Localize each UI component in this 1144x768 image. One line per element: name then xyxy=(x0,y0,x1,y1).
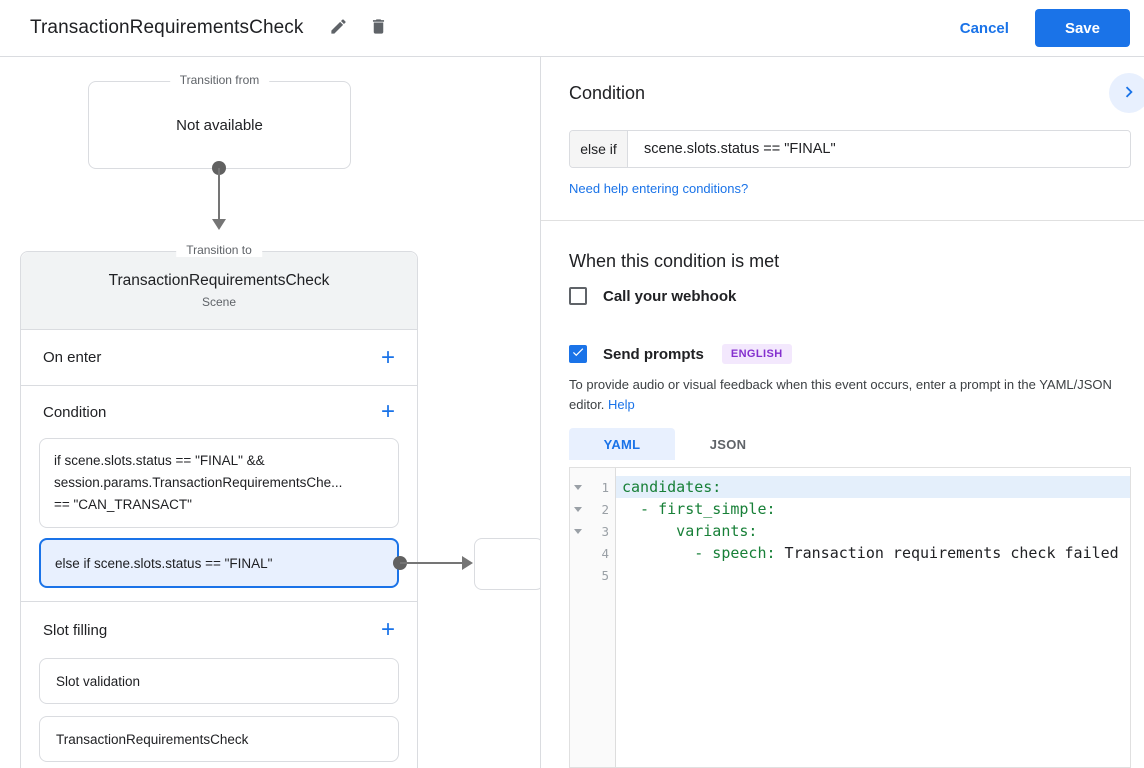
condition-item-if[interactable]: if scene.slots.status == "FINAL" && sess… xyxy=(39,438,399,528)
tab-json[interactable]: JSON xyxy=(675,428,781,460)
slot-filling-label: Slot filling xyxy=(43,622,107,639)
connector-line xyxy=(218,168,220,221)
line-number: 5 xyxy=(586,568,615,583)
fold-arrow-icon[interactable] xyxy=(570,507,586,512)
slot-item-validation[interactable]: Slot validation xyxy=(39,658,399,704)
top-bar: TransactionRequirementsCheck Cancel Save xyxy=(0,0,1144,57)
code-line: candidates: xyxy=(616,476,1130,498)
arrow-right-icon xyxy=(462,556,473,570)
code-line: - speech: Transaction requirements check… xyxy=(616,542,1130,564)
condition-label: Condition xyxy=(43,404,106,421)
delete-scene-button[interactable] xyxy=(366,15,392,41)
webhook-checkbox[interactable] xyxy=(569,287,587,305)
slot-item-transaction[interactable]: TransactionRequirementsCheck xyxy=(39,716,399,762)
add-condition-button[interactable]: + xyxy=(381,400,395,424)
condition-section: Condition + if scene.slots.status == "FI… xyxy=(21,386,417,602)
send-prompts-row: Send prompts ENGLISH xyxy=(569,344,792,364)
scene-name: TransactionRequirementsCheck xyxy=(109,272,330,290)
scene-type-label: Scene xyxy=(202,295,236,309)
scene-flow-canvas: Transition from Not available Transition… xyxy=(0,57,540,768)
line-number: 2 xyxy=(586,502,615,517)
line-number: 3 xyxy=(586,524,615,539)
scene-card: Transition to TransactionRequirementsChe… xyxy=(20,251,418,768)
code-line xyxy=(616,564,1130,586)
panel-title: Condition xyxy=(569,83,645,104)
webhook-row: Call your webhook xyxy=(569,287,736,305)
webhook-label: Call your webhook xyxy=(603,288,736,305)
pencil-icon xyxy=(329,17,348,39)
cancel-button[interactable]: Cancel xyxy=(960,20,1009,37)
send-prompts-label: Send prompts xyxy=(603,346,704,363)
transition-from-box[interactable]: Transition from Not available xyxy=(88,81,351,169)
fold-arrow-icon[interactable] xyxy=(570,529,586,534)
condition-help-link[interactable]: Need help entering conditions? xyxy=(569,181,748,196)
prompts-description: To provide audio or visual feedback when… xyxy=(569,375,1117,414)
condition-detail-panel: Condition else if Need help entering con… xyxy=(540,57,1144,768)
condition-expression-field: else if xyxy=(569,130,1131,168)
transition-from-value: Not available xyxy=(176,117,263,134)
transition-target-box[interactable] xyxy=(474,538,540,590)
on-enter-label: On enter xyxy=(43,349,101,366)
condition-prefix: else if xyxy=(570,131,628,167)
transition-from-legend: Transition from xyxy=(170,73,270,87)
trash-icon xyxy=(369,17,388,39)
add-on-enter-button[interactable]: + xyxy=(381,346,395,370)
code-line: - first_simple: xyxy=(616,498,1130,520)
collapse-panel-button[interactable] xyxy=(1109,73,1144,113)
page-title: TransactionRequirementsCheck xyxy=(30,17,304,39)
line-number: 1 xyxy=(586,480,615,495)
prompts-help-link[interactable]: Help xyxy=(608,397,635,412)
transition-to-legend: Transition to xyxy=(176,243,262,257)
language-badge: ENGLISH xyxy=(722,344,792,364)
slot-filling-section: Slot filling + Slot validation Transacti… xyxy=(21,602,417,768)
send-prompts-checkbox[interactable] xyxy=(569,345,587,363)
check-icon xyxy=(571,345,585,364)
editor-code-area[interactable]: candidates: - first_simple: variants: - … xyxy=(616,468,1130,767)
condition-expression-input[interactable] xyxy=(628,131,1130,167)
on-enter-row: On enter + xyxy=(21,330,417,386)
line-number: 4 xyxy=(586,546,615,561)
code-line: variants: xyxy=(616,520,1130,542)
arrow-down-icon xyxy=(212,219,226,230)
edit-title-button[interactable] xyxy=(326,15,352,41)
panel-divider xyxy=(541,220,1144,221)
yaml-editor: 1 2 3 4 5 candidates: - first_simple: xyxy=(569,467,1131,768)
tab-yaml[interactable]: YAML xyxy=(569,428,675,460)
add-slot-button[interactable]: + xyxy=(381,618,395,642)
save-button[interactable]: Save xyxy=(1035,9,1130,47)
chevron-right-icon xyxy=(1118,81,1140,106)
when-met-title: When this condition is met xyxy=(569,251,779,272)
condition-item-else-selected[interactable]: else if scene.slots.status == "FINAL" xyxy=(39,538,399,588)
connector-line xyxy=(400,562,464,564)
scene-card-header[interactable]: TransactionRequirementsCheck Scene xyxy=(21,252,417,330)
fold-arrow-icon[interactable] xyxy=(570,485,586,490)
editor-gutter: 1 2 3 4 5 xyxy=(570,468,616,767)
